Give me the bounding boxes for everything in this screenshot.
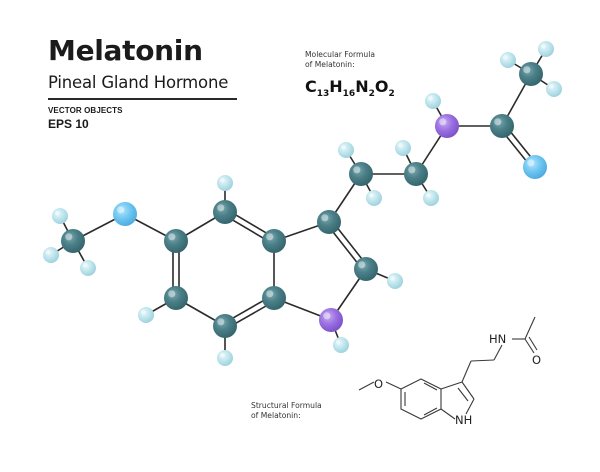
formula-element: N (355, 77, 369, 96)
carbon-atom (61, 229, 85, 253)
hydrogen-atom (338, 142, 354, 158)
indole-nh-label: NH (455, 413, 472, 427)
structural-formula-label: Structural Formula of Melatonin: (251, 401, 322, 421)
hydrogen-atom (80, 260, 96, 276)
hydrogen-atom (395, 140, 411, 156)
molecular-formula-label: Molecular Formula of Melatonin: (305, 50, 375, 70)
carbon-atom (213, 314, 237, 338)
formula-count: 2 (388, 89, 395, 100)
carbonyl-oxygen-label: O (532, 353, 541, 367)
structural-formula-label-line1: Structural Formula (251, 401, 322, 410)
carbon-atom (262, 286, 286, 310)
hydrogen-atom (500, 52, 516, 68)
formula-element: H (329, 77, 343, 96)
structural-formula-label-line2: of Melatonin: (251, 411, 301, 420)
hydrogen-atom (546, 81, 562, 97)
hydrogen-atom (217, 175, 233, 191)
hydrogen-atom (425, 93, 441, 109)
hydrogen-atom (43, 247, 59, 263)
hydrogen-atom (538, 41, 554, 57)
formula-count: 2 (368, 89, 375, 100)
molecular-formula-label-line2: of Melatonin: (305, 60, 355, 69)
hydrogen-atom (138, 307, 154, 323)
carbon-atom (490, 114, 514, 138)
skeletal-bonds (358, 316, 538, 420)
carbon-atom (317, 210, 341, 234)
carbon-atom (349, 162, 373, 186)
atoms-layer (43, 41, 562, 366)
page-subtitle: Pineal Gland Hormone (48, 73, 229, 92)
molecular-formula: C13H16N2O2 (305, 77, 395, 99)
carbon-atom (404, 162, 428, 186)
formula-element: O (374, 77, 389, 96)
carbon-atom (262, 229, 286, 253)
vector-objects-label: VECTOR OBJECTS (48, 106, 123, 115)
formula-count: 16 (342, 89, 356, 100)
carbon-atom (164, 229, 188, 253)
carbon-atom (213, 200, 237, 224)
methoxy-oxygen-label: O (374, 377, 383, 391)
carbon-atom (519, 62, 543, 86)
formula-element: C (305, 77, 317, 96)
hydrogen-atom (52, 208, 68, 224)
oxygen-atom (523, 155, 547, 179)
hydrogen-atom (423, 190, 439, 206)
hydrogen-atom (366, 190, 382, 206)
formula-count: 13 (316, 89, 330, 100)
page-title: Melatonin (48, 34, 203, 67)
amide-nh-label: HN (489, 332, 506, 346)
hydrogen-atom (217, 350, 233, 366)
hydrogen-atom (333, 337, 349, 353)
hydrogen-atom (387, 273, 403, 289)
carbon-atom (164, 286, 188, 310)
nitrogen-atom (435, 114, 459, 138)
title-divider (48, 98, 237, 100)
nitrogen-atom (319, 308, 343, 332)
carbon-atom (354, 257, 378, 281)
eps-label: EPS 10 (48, 117, 89, 131)
molecular-formula-label-line1: Molecular Formula (305, 50, 375, 59)
oxygen-atom (113, 202, 137, 226)
